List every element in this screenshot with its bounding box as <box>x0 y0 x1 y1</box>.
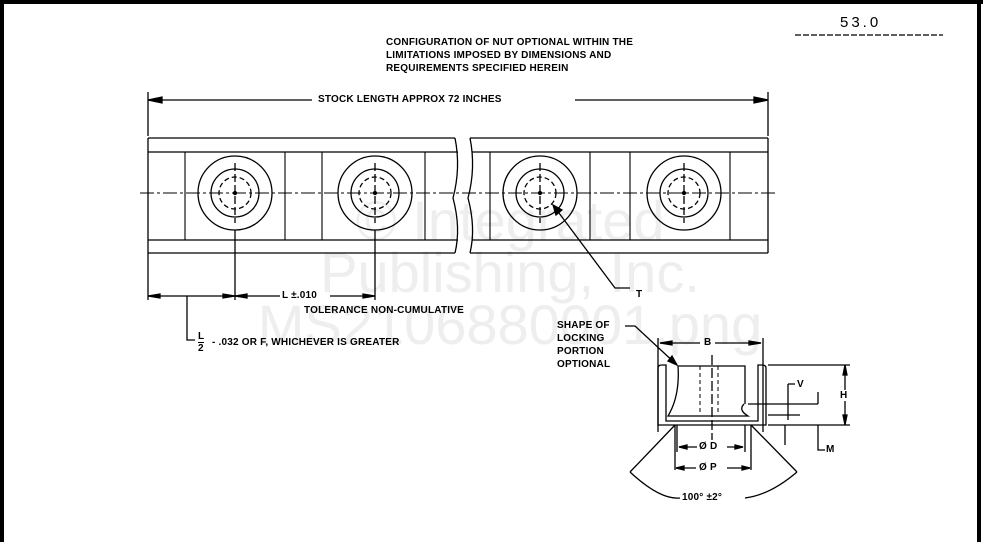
angle-label: 100° ±2° <box>682 492 723 503</box>
shape-note-line-2: LOCKING <box>557 333 605 344</box>
config-note-line-2: LIMITATIONS IMPOSED BY DIMENSIONS AND <box>386 50 612 61</box>
dim-d-label: Ø D <box>699 441 718 452</box>
thread-leader <box>552 204 630 289</box>
config-note-line-3: REQUIREMENTS SPECIFIED HEREIN <box>386 63 569 74</box>
stock-length-dimension <box>147 92 769 136</box>
sheet-number: 53.0 <box>840 14 882 31</box>
dim-v-label: V <box>797 379 804 390</box>
end-fraction-numerator: L <box>198 331 205 343</box>
end-fraction-denominator: 2 <box>198 343 204 354</box>
dim-m-label: M <box>826 444 835 455</box>
stock-length-label: STOCK LENGTH APPROX 72 INCHES <box>318 94 502 105</box>
end-distance-note: - .032 OR F, WHICHEVER IS GREATER <box>212 337 400 348</box>
nut-strip <box>140 137 775 289</box>
pitch-dimension <box>147 230 376 341</box>
config-note-line-1: CONFIGURATION OF NUT OPTIONAL WITHIN THE <box>386 37 634 48</box>
shape-note-line-4: OPTIONAL <box>557 359 611 370</box>
dim-b-label: B <box>704 337 712 348</box>
dim-h-label: H <box>840 390 848 401</box>
tolerance-note: TOLERANCE NON-CUMULATIVE <box>304 305 464 316</box>
dim-p-label: Ø P <box>699 462 717 473</box>
nut-detail-view <box>625 325 850 499</box>
shape-note-line-3: PORTION <box>557 346 604 357</box>
shape-note-line-1: SHAPE OF <box>557 320 610 331</box>
pitch-label: L ±.010 <box>282 290 318 301</box>
thread-label: T <box>636 289 643 300</box>
